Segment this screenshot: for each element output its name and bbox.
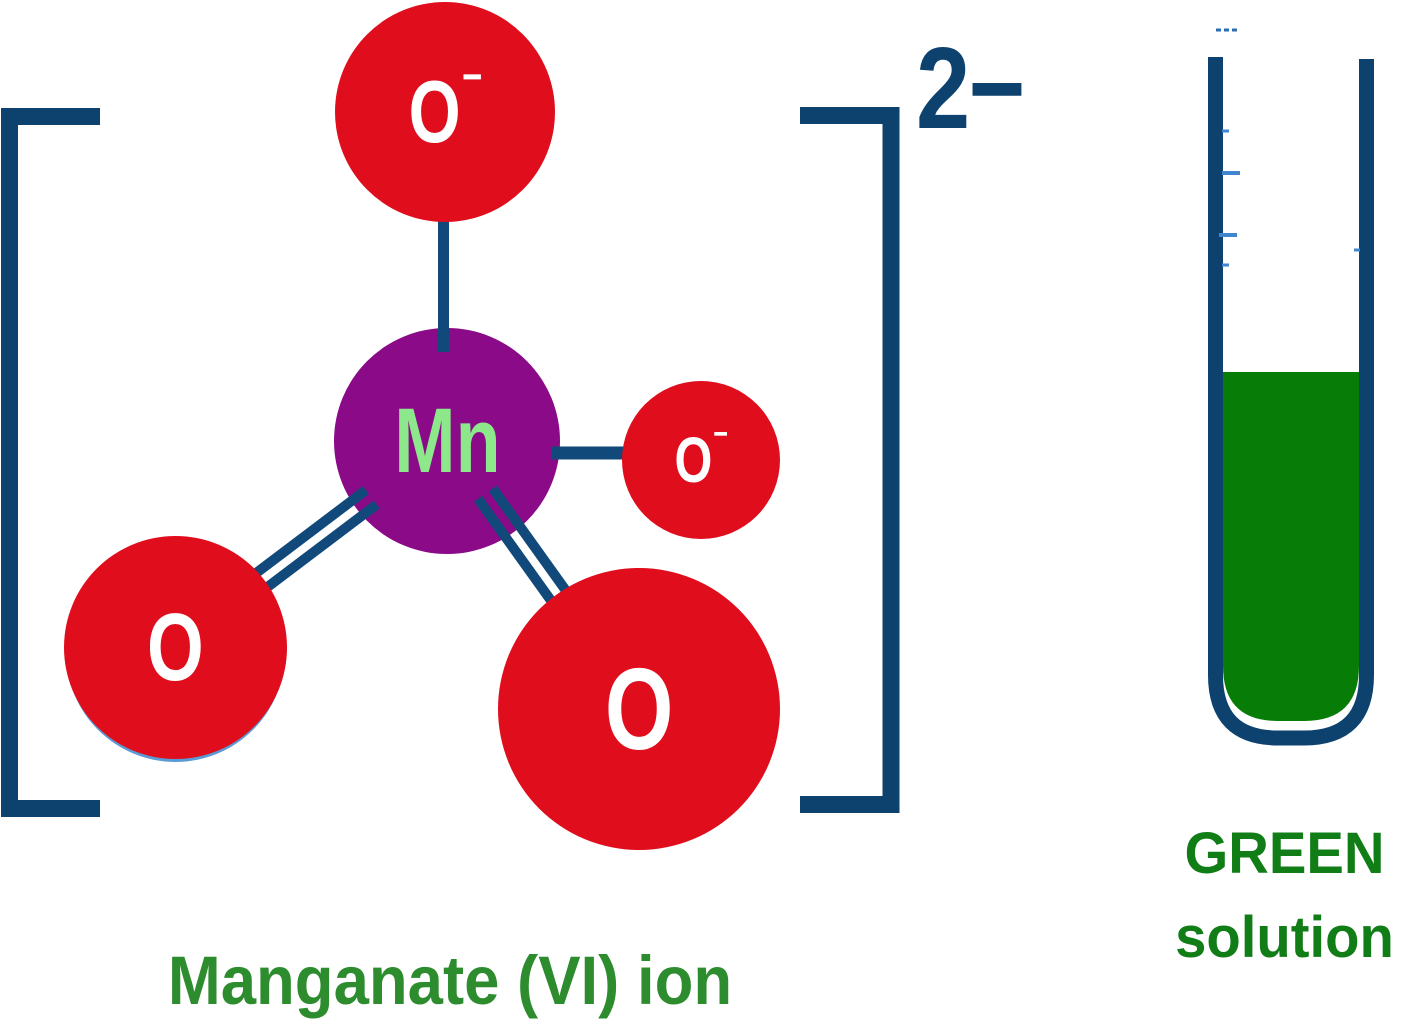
atom-label: O − <box>674 418 728 496</box>
bracket-left <box>1 108 100 817</box>
atom-manganese: Mn <box>334 328 560 554</box>
atom-symbol: O <box>147 593 204 701</box>
solution-label-line1: GREEN <box>1184 821 1385 886</box>
atom-label: O − <box>408 54 482 161</box>
atom-label: O <box>605 651 674 767</box>
atom-label: O <box>147 593 204 701</box>
bond-bottom-left-double-line1 <box>247 486 369 582</box>
atom-oxygen-bottom-right: O <box>498 568 780 850</box>
atom-symbol: O <box>408 62 461 161</box>
charge-superscript: − <box>713 416 728 454</box>
charge-superscript: − <box>461 51 482 103</box>
atom-oxygen-bottom-left: O <box>64 536 287 759</box>
test-tube-solution <box>1223 372 1359 721</box>
solution-label-line2: solution <box>1175 905 1394 971</box>
atom-symbol: O <box>604 644 674 774</box>
atom-oxygen-right: O − <box>622 381 780 539</box>
test-tube-outline <box>1208 57 1374 746</box>
atom-oxygen-top: O − <box>335 2 555 222</box>
bracket-right <box>800 107 900 813</box>
atom-symbol: O <box>674 424 713 496</box>
atom-symbol: Mn <box>393 390 501 492</box>
atom-label: Mn <box>394 395 500 487</box>
bracket-charge-label: 2− <box>916 23 1025 153</box>
bond-bottom-left-double-line2 <box>258 500 380 596</box>
solution-label: GREEN solution <box>1162 812 1407 980</box>
molecule-caption: Manganate (VI) ion <box>167 942 733 1019</box>
